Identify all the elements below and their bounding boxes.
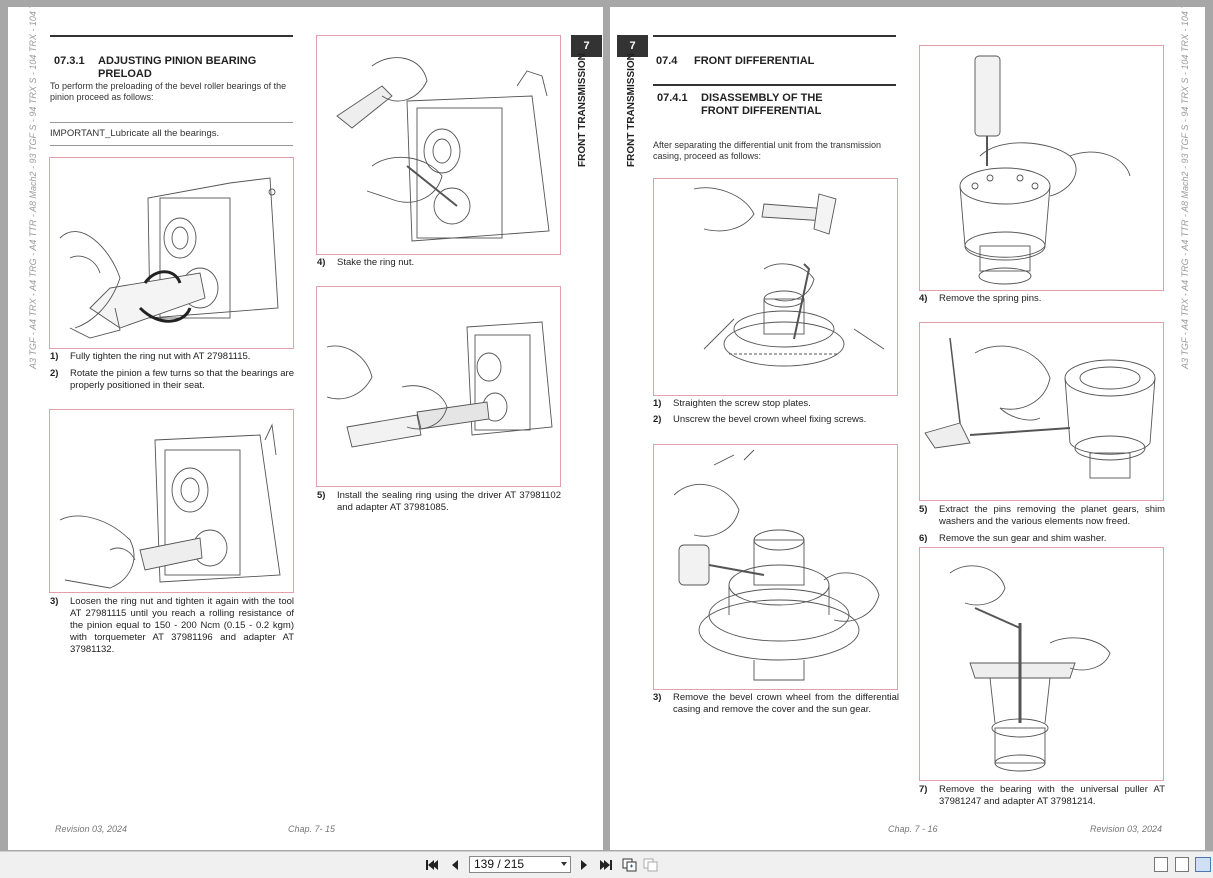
right-step-7: 7) Remove the bearing with the universal…	[919, 784, 1165, 810]
step-text: Remove the sun gear and shim washer.	[939, 533, 1107, 544]
first-page-icon	[426, 860, 438, 870]
step-number: 4)	[919, 293, 928, 304]
footer-revision: Revision 03, 2024	[1090, 824, 1163, 834]
viewer-toolbar: 139 / 215	[0, 851, 1213, 878]
figure-sealing-ring	[316, 286, 561, 487]
page-number-select[interactable]: 139 / 215	[469, 856, 571, 873]
next-page-icon	[581, 860, 587, 870]
left-page: A3 TGF - A4 TRX - A4 TRG - A4 TTR - A8 M…	[8, 7, 603, 850]
figure-pinion-torque	[49, 157, 294, 349]
pages-disabled-icon	[643, 858, 658, 872]
chapter-title-vertical: FRONT TRANSMISSION	[626, 53, 637, 167]
left-step-5: 5) Install the sealing ring using the dr…	[317, 490, 561, 516]
side-models-text: A3 TGF - A4 TRX - A4 TRG - A4 TTR - A8 M…	[28, 7, 38, 369]
right-step-4: 4) Remove the spring pins.	[919, 293, 1165, 307]
continuous-view-button[interactable]	[1175, 857, 1189, 872]
step-text: Rotate the pinion a few turns so that th…	[70, 368, 294, 391]
previous-page-button[interactable]	[446, 856, 464, 874]
step-number: 7)	[919, 784, 928, 795]
step-text: Straighten the screw stop plates.	[673, 398, 811, 409]
right-step-1: 1) Straighten the screw stop plates.	[653, 398, 899, 412]
step-number: 4)	[317, 257, 326, 268]
step-number: 2)	[653, 414, 662, 425]
step-text: Stake the ring nut.	[337, 257, 415, 268]
right-step-2: 2) Unscrew the bevel crown wheel fixing …	[653, 414, 899, 428]
intro-text: To perform the preloading of the bevel r…	[50, 81, 287, 102]
step-text: Install the sealing ring using the drive…	[337, 490, 561, 513]
left-step-1: 1) Fully tighten the ring nut with AT 27…	[50, 351, 294, 365]
step-number: 5)	[919, 504, 928, 515]
rotate-view-button[interactable]	[621, 856, 639, 874]
side-models-text: A3 TGF - A4 TRX - A4 TRG - A4 TTR - A8 M…	[1180, 7, 1190, 369]
footer-revision: Revision 03, 2024	[55, 824, 128, 834]
single-page-view-button[interactable]	[1154, 857, 1168, 872]
subsection-title: DISASSEMBLY OF THE FRONT DIFFERENTIAL	[701, 92, 823, 117]
section-title: ADJUSTING PINION BEARING PRELOAD	[98, 55, 257, 80]
chapter-tab: 7	[571, 35, 602, 57]
last-page-icon	[600, 860, 612, 870]
next-page-button[interactable]	[575, 856, 593, 874]
subsection-rule	[653, 84, 896, 86]
left-step-2: 2) Rotate the pinion a few turns so that…	[50, 368, 294, 394]
important-rule-top	[50, 122, 293, 123]
figure-crown-wheel	[653, 444, 898, 690]
figure-stop-plates	[653, 178, 898, 396]
section-rule	[50, 35, 293, 37]
figure-stake-ring-nut	[316, 35, 561, 255]
pages-copy-icon	[622, 858, 637, 872]
step-text: Fully tighten the ring nut with AT 27981…	[70, 351, 251, 362]
step-text: Extract the pins removing the planet gea…	[939, 504, 1165, 527]
figure-ring-nut-tool	[49, 409, 294, 593]
step-number: 5)	[317, 490, 326, 501]
right-step-6: 6) Remove the sun gear and shim washer.	[919, 533, 1165, 547]
chevron-down-icon	[561, 862, 567, 866]
intro-text: After separating the differential unit f…	[653, 140, 881, 161]
step-text: Unscrew the bevel crown wheel fixing scr…	[673, 414, 867, 425]
section-number: 07.4	[656, 55, 678, 67]
footer-page-number: Chap. 7 - 16	[888, 824, 938, 834]
footer-page-number: Chap. 7- 15	[288, 824, 336, 834]
page-number-value: 139 / 215	[474, 857, 525, 871]
step-text: Remove the spring pins.	[939, 293, 1042, 304]
section-title: FRONT DIFFERENTIAL	[694, 55, 815, 67]
right-page: 7 FRONT TRANSMISSION 07.4 FRONT DIFFEREN…	[610, 7, 1205, 850]
chapter-tab: 7	[617, 35, 648, 57]
step-text: Remove the bearing with the universal pu…	[939, 784, 1165, 807]
figure-universal-puller	[919, 547, 1164, 781]
step-number: 1)	[50, 351, 59, 362]
step-number: 3)	[50, 596, 59, 607]
step-number: 1)	[653, 398, 662, 409]
important-note: IMPORTANT_Lubricate all the bearings.	[50, 128, 220, 139]
pages-view-button[interactable]	[642, 856, 660, 874]
important-rule-bottom	[50, 145, 293, 146]
right-step-5: 5) Extract the pins removing the planet …	[919, 504, 1165, 530]
figure-planet-gears	[919, 322, 1164, 501]
step-text: Loosen the ring nut and tighten it again…	[70, 596, 294, 655]
left-step-4: 4) Stake the ring nut.	[317, 257, 561, 271]
figure-spring-pins	[919, 45, 1164, 291]
previous-page-icon	[452, 860, 458, 870]
left-step-3: 3) Loosen the ring nut and tighten it ag…	[50, 596, 294, 655]
step-text: Remove the bevel crown wheel from the di…	[673, 692, 899, 715]
section-number: 07.3.1	[54, 55, 85, 67]
section-rule	[653, 35, 896, 37]
step-number: 2)	[50, 368, 59, 379]
first-page-button[interactable]	[423, 856, 441, 874]
subsection-number: 07.4.1	[657, 92, 688, 104]
step-number: 3)	[653, 692, 662, 703]
step-number: 6)	[919, 533, 928, 544]
right-step-3: 3) Remove the bevel crown wheel from the…	[653, 692, 899, 718]
last-page-button[interactable]	[597, 856, 615, 874]
chapter-title-vertical: FRONT TRANSMISSION	[577, 53, 588, 167]
two-page-view-button[interactable]	[1195, 857, 1211, 872]
